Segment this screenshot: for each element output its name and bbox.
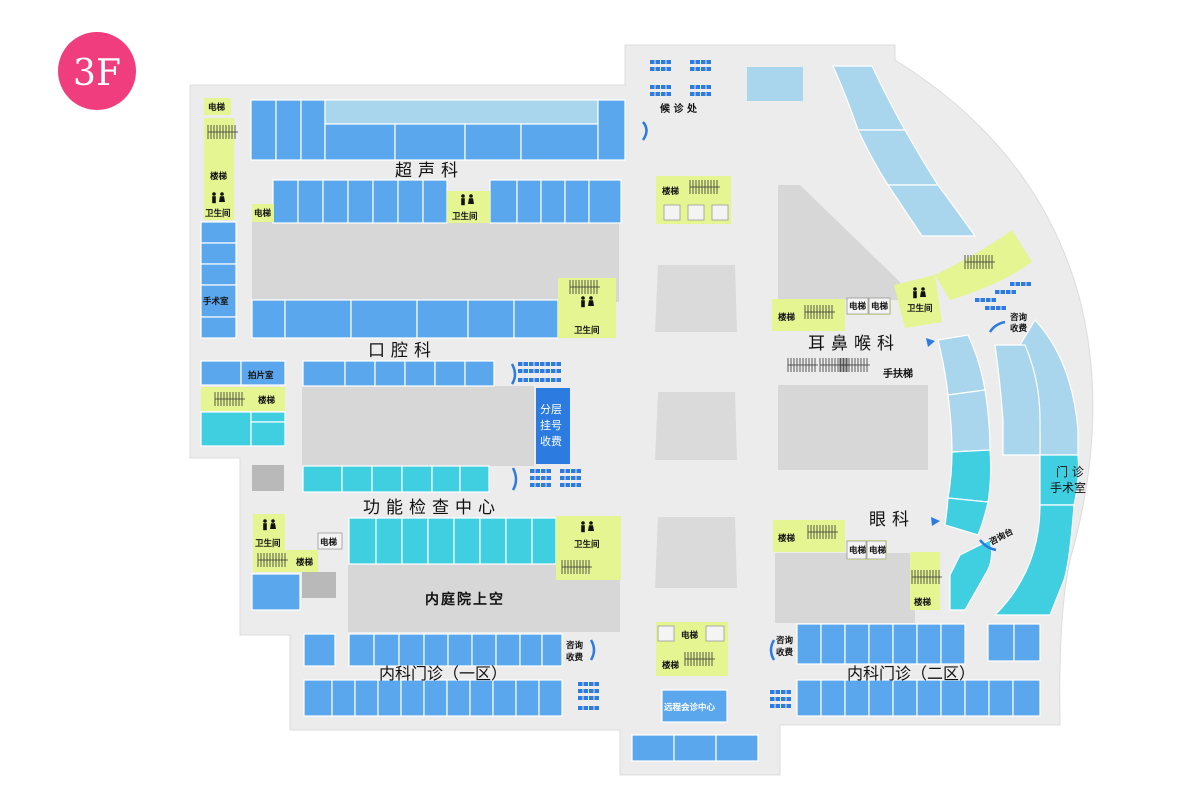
label-restroom-sw: 卫生间 bbox=[255, 538, 281, 549]
label-consult-se-1: 咨询 bbox=[776, 635, 794, 646]
label-outpatient-surgery-1: 门 诊 bbox=[1056, 464, 1084, 479]
label-internal-1: 内科门诊（一区） bbox=[379, 664, 507, 683]
label-elevator-e2: 电梯 bbox=[871, 301, 889, 312]
gray-area-ophthalmology bbox=[775, 553, 915, 623]
label-registration-2: 挂号 bbox=[540, 418, 562, 432]
label-restroom-s: 卫生间 bbox=[574, 539, 600, 550]
atrium-void-2 bbox=[655, 392, 737, 460]
ultrasound-rooms-top bbox=[250, 99, 626, 161]
label-stairs-se: 楼梯 bbox=[778, 533, 796, 544]
label-consult-sw-1: 咨询 bbox=[566, 640, 584, 651]
label-waiting-area: 候 诊 处 bbox=[660, 102, 698, 115]
label-registration-3: 收费 bbox=[540, 434, 562, 448]
label-stairs-nw: 楼梯 bbox=[210, 171, 228, 182]
label-internal-2: 内科门诊（二区） bbox=[847, 664, 975, 683]
label-operating-room: 手术室 bbox=[203, 296, 229, 307]
floor-badge-label: 3F bbox=[73, 53, 121, 94]
label-elevator-e1: 电梯 bbox=[849, 301, 867, 312]
label-stairs-center-n: 楼梯 bbox=[662, 186, 680, 197]
label-function-center: 功能检查中心 bbox=[363, 498, 501, 518]
ultrasound-rooms-bottom bbox=[272, 179, 622, 224]
label-dental: 口腔科 bbox=[368, 341, 437, 361]
elevator-boxes bbox=[317, 204, 891, 642]
label-consult-sw-2: 收费 bbox=[566, 652, 584, 663]
label-elevator-se2: 电梯 bbox=[869, 545, 887, 556]
label-courtyard: 内庭院上空 bbox=[425, 591, 505, 608]
gray-block-2 bbox=[302, 572, 336, 598]
floor-badge: 3F bbox=[58, 32, 136, 110]
internal-2-rooms bbox=[796, 623, 1041, 717]
label-ultrasound: 超声科 bbox=[395, 161, 464, 181]
label-escalator: 手扶梯 bbox=[883, 367, 913, 380]
label-stairs-w: 楼梯 bbox=[258, 395, 276, 406]
label-outpatient-surgery-2: 手术室 bbox=[1050, 480, 1086, 495]
label-stairs-s: 楼梯 bbox=[662, 660, 680, 671]
label-consult-e-1: 咨询 bbox=[1010, 312, 1028, 323]
label-ent: 耳鼻喉科 bbox=[808, 334, 900, 354]
label-registration-1: 分层 bbox=[540, 403, 562, 416]
gray-area-ent bbox=[778, 385, 928, 470]
east-curved-rooms bbox=[832, 65, 1080, 616]
label-elevator-n2: 电梯 bbox=[254, 208, 272, 219]
registration-counter bbox=[536, 388, 570, 464]
counter-marks bbox=[510, 121, 1006, 661]
label-elevator-s: 电梯 bbox=[681, 630, 699, 641]
label-restroom-n2: 卫生间 bbox=[452, 211, 478, 222]
gray-area-north bbox=[252, 222, 619, 302]
gray-area-east bbox=[778, 185, 900, 300]
function-center-rooms bbox=[302, 465, 557, 565]
atrium-void-3 bbox=[655, 517, 737, 588]
label-restroom-e: 卫生间 bbox=[907, 303, 933, 314]
label-ophthalmology: 眼科 bbox=[869, 510, 915, 530]
label-restroom-n3: 卫生间 bbox=[574, 325, 600, 336]
gray-block-1 bbox=[252, 465, 284, 491]
west-wing-rooms bbox=[200, 221, 301, 611]
label-stairs-e: 楼梯 bbox=[778, 312, 796, 323]
label-restroom-nw: 卫生间 bbox=[205, 208, 231, 219]
label-stairs-sw: 楼梯 bbox=[296, 557, 314, 568]
direction-arrows bbox=[926, 338, 940, 526]
label-consult-se-2: 收费 bbox=[776, 647, 794, 658]
atrium-void-1 bbox=[655, 265, 737, 332]
internal-1-rooms bbox=[303, 633, 563, 717]
light-blue-block-top bbox=[747, 67, 803, 101]
label-xray-room: 拍片室 bbox=[248, 370, 274, 381]
south-wing-rooms bbox=[631, 689, 759, 762]
label-elevator-sw: 电梯 bbox=[320, 537, 338, 548]
label-elevator-nw: 电梯 bbox=[208, 102, 226, 113]
gray-area-middle bbox=[302, 386, 534, 466]
label-stairs-se2: 楼梯 bbox=[914, 597, 932, 608]
label-consult-e-2: 收费 bbox=[1010, 323, 1028, 334]
dental-rooms bbox=[251, 299, 559, 387]
label-telemedicine: 远程会诊中心 bbox=[664, 702, 716, 713]
label-elevator-se1: 电梯 bbox=[849, 545, 867, 556]
